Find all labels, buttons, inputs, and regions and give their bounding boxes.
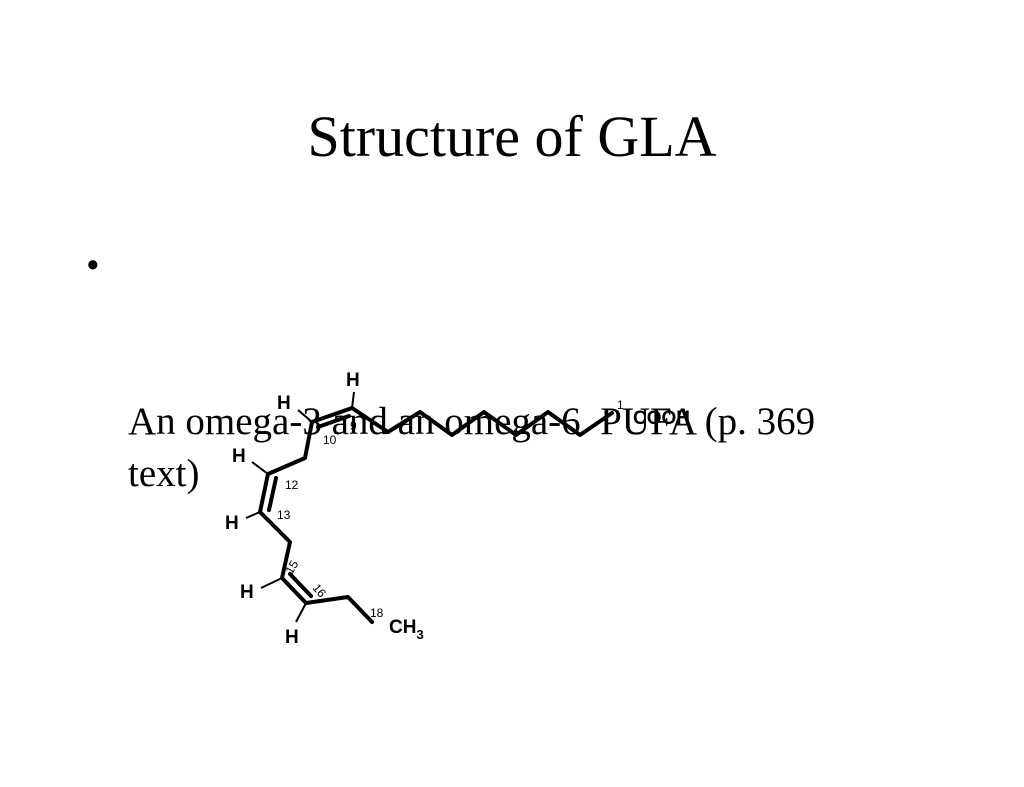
chain-c1-to-c9 bbox=[350, 406, 614, 437]
hydrogen-label-c9: H bbox=[346, 370, 360, 391]
hydrogen-label-c16: H bbox=[285, 627, 299, 648]
carbon-number-9: 9 bbox=[350, 419, 357, 433]
hydrogen-label-c15: H bbox=[240, 582, 254, 603]
carbon-number-15: 15 bbox=[282, 558, 301, 577]
slide-title: Structure of GLA bbox=[307, 104, 717, 169]
h-bonds bbox=[245, 391, 355, 623]
h-bond-c13 bbox=[245, 511, 261, 519]
double-bond-c9-c10 bbox=[316, 414, 351, 429]
bullet-marker: • bbox=[86, 244, 100, 287]
bullet-text: An omega-3 and an omega-6 PUFA (p. 369 t… bbox=[128, 400, 825, 495]
methyl-group-label: CH3 bbox=[389, 617, 424, 642]
carbon-number-1: 1 bbox=[617, 398, 624, 412]
bond-c9-c10 bbox=[310, 406, 354, 424]
h-bond-c12 bbox=[251, 461, 269, 475]
carbon-number-12: 12 bbox=[285, 478, 299, 492]
chain-c13-to-c15 bbox=[258, 510, 292, 580]
carboxyl-group-label: COOH bbox=[633, 408, 690, 429]
methyl-carbon: CH bbox=[389, 617, 416, 638]
chain-c10-to-c12 bbox=[266, 420, 314, 476]
bullet-list: • An omega-3 and an omega-6 PUFA (p. 369… bbox=[86, 240, 906, 604]
double-bond-c12-c13 bbox=[267, 476, 278, 512]
bullet-item: • An omega-3 and an omega-6 PUFA (p. 369… bbox=[86, 240, 906, 604]
carbon-number-18: 18 bbox=[370, 606, 384, 620]
hydrogen-label-c12: H bbox=[232, 446, 246, 467]
h-bond-c16 bbox=[295, 602, 307, 623]
carbon-number-13: 13 bbox=[277, 508, 291, 522]
carbon-number-10: 10 bbox=[323, 433, 337, 447]
methyl-subscript: 3 bbox=[416, 627, 423, 642]
h-bond-c9 bbox=[351, 391, 355, 409]
hydrogen-label-c10: H bbox=[277, 393, 291, 414]
chain-c16-to-c18 bbox=[304, 595, 374, 624]
double-bond-c15-c16 bbox=[288, 572, 313, 598]
hydrogen-label-c13: H bbox=[225, 513, 239, 534]
carbon-number-16: 16 bbox=[310, 581, 330, 600]
bond-c12-c13 bbox=[258, 472, 270, 514]
h-bond-c15 bbox=[260, 577, 283, 589]
bond-c15-c16 bbox=[280, 576, 308, 605]
carbon-backbone bbox=[258, 406, 614, 624]
h-bond-c10 bbox=[297, 409, 313, 423]
